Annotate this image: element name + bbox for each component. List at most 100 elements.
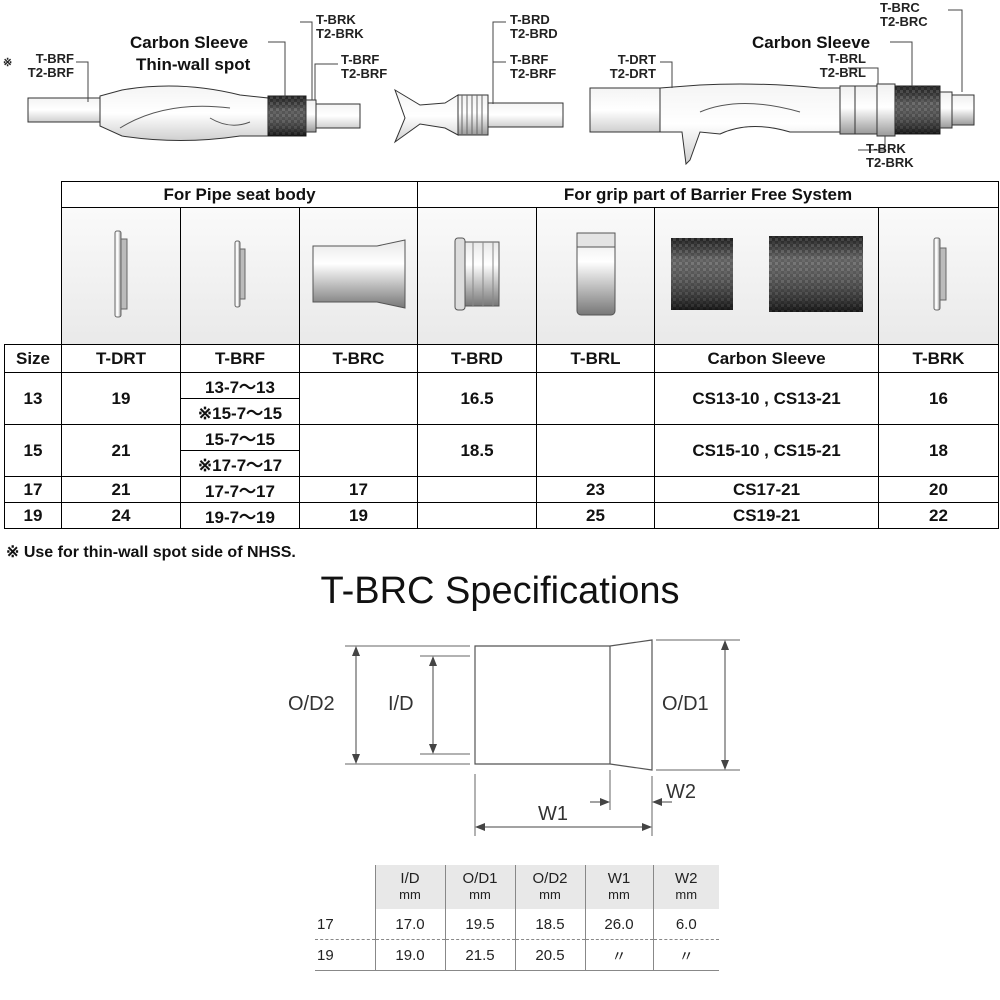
cell-brf: 13-7～13 [180, 372, 300, 399]
table-row: 15 21 15-7～15 18.5 CS15-10 , CS15-21 18 [4, 424, 999, 477]
cell-sleeve: CS13-10 , CS13-21 [654, 372, 879, 425]
spec-id: 19.0 [374, 939, 445, 971]
col-t-brk: T-BRK [878, 344, 999, 373]
image-t-drt [61, 207, 181, 345]
spec-od1: 21.5 [444, 939, 515, 971]
image-t-brk [878, 207, 999, 345]
parts-table: For Pipe seat body For grip part of Barr… [4, 181, 999, 529]
cell-brk: 20 [878, 476, 999, 503]
col-size: Size [4, 344, 62, 373]
spec-corner [315, 865, 375, 909]
cell-brk: 18 [878, 424, 999, 477]
table-row: 17 21 17-7～17 17 23 CS17-21 20 [4, 476, 999, 503]
group-header-pipe-seat: For Pipe seat body [61, 181, 418, 208]
cell-sleeve: CS15-10 , CS15-21 [654, 424, 879, 477]
table-row: ※15-7～15 [5, 398, 999, 425]
cell-brl [536, 372, 655, 425]
cell-sleeve: CS17-21 [654, 476, 879, 503]
cell-brd: 16.5 [417, 372, 537, 425]
cell-brf: 19-7～19 [180, 502, 300, 529]
cell-brd: 18.5 [417, 424, 537, 477]
image-t-brd [417, 207, 537, 345]
cell-drt: 24 [61, 502, 181, 529]
cell-brl [536, 424, 655, 477]
spec-od2: 18.5 [514, 909, 585, 940]
col-t-drt: T-DRT [61, 344, 181, 373]
label-carbon-sleeve-left: Carbon Sleeve [130, 33, 249, 52]
label-id: I/D [388, 693, 414, 715]
cell-drt: 19 [61, 372, 181, 425]
cell-brc: 19 [299, 502, 418, 529]
middle-reel-seat [393, 88, 564, 144]
spec-title: T-BRC Specifications [320, 570, 680, 612]
spec-w1: 26.0 [584, 909, 653, 940]
cell-brk: 22 [878, 502, 999, 529]
spec-size: 17 [315, 909, 375, 940]
cell-brf-alt: ※17-7～17 [180, 450, 300, 477]
col-t-brf: T-BRF [180, 344, 300, 373]
col-carbon-sleeve: Carbon Sleeve [654, 344, 879, 373]
label-od1: O/D1 [662, 693, 709, 715]
cell-brd [417, 502, 537, 529]
blank-corner [5, 182, 62, 208]
blank-corner-2 [4, 207, 62, 345]
cell-brd [417, 476, 537, 503]
brf-mark: ※ [3, 57, 13, 69]
cell-size: 13 [4, 372, 62, 425]
t-brc-diagram: O/D2 I/D O/D1 W1 W2 [288, 639, 740, 836]
cell-brf: 17-7～17 [180, 476, 300, 503]
cell-brc: 17 [299, 476, 418, 503]
cell-brf-alt: ※15-7～15 [180, 398, 300, 425]
group-header-barrier-free: For grip part of Barrier Free System [417, 181, 999, 208]
cell-brl: 23 [536, 476, 655, 503]
right-reel-seat [589, 83, 975, 166]
spec-w2: 〃 [652, 939, 719, 971]
table-row: ※17-7～17 [5, 450, 999, 477]
cell-brf: 15-7～15 [180, 424, 300, 451]
table-row: 19 19.0 21.5 20.5 〃 〃 [315, 939, 719, 971]
cell-brk: 16 [878, 372, 999, 425]
leader-lines [76, 9, 963, 151]
cell-drt: 21 [61, 476, 181, 503]
cell-size: 19 [4, 502, 62, 529]
left-reel-seat [27, 85, 361, 141]
table-row: 13 19 13-7～13 16.5 CS13-10 , CS13-21 16 [4, 372, 999, 425]
image-t-brc [299, 207, 418, 345]
spec-w1: 〃 [584, 939, 653, 971]
cell-brc [299, 424, 418, 477]
cell-drt: 21 [61, 424, 181, 477]
label-thin-wall-spot: Thin-wall spot [136, 55, 251, 74]
table-row: 19 24 19-7～19 19 25 CS19-21 22 [4, 502, 999, 529]
spec-od1: 19.5 [444, 909, 515, 940]
cell-size: 15 [4, 424, 62, 477]
label-w2: W2 [666, 781, 696, 803]
spec-size: 19 [315, 939, 375, 971]
top-illustration [27, 9, 975, 166]
spec-w2: 6.0 [652, 909, 719, 940]
spec-od2: 20.5 [514, 939, 585, 971]
image-carbon-sleeve [654, 207, 879, 345]
image-t-brl [536, 207, 655, 345]
label-od2: O/D2 [288, 693, 335, 715]
image-t-brf [180, 207, 300, 345]
footnote: ※ Use for thin-wall spot side of NHSS. [6, 544, 296, 561]
label-carbon-sleeve-right: Carbon Sleeve [752, 33, 871, 52]
cell-size: 17 [4, 476, 62, 503]
col-t-brd: T-BRD [417, 344, 537, 373]
col-t-brc: T-BRC [299, 344, 418, 373]
cell-brc [299, 372, 418, 425]
